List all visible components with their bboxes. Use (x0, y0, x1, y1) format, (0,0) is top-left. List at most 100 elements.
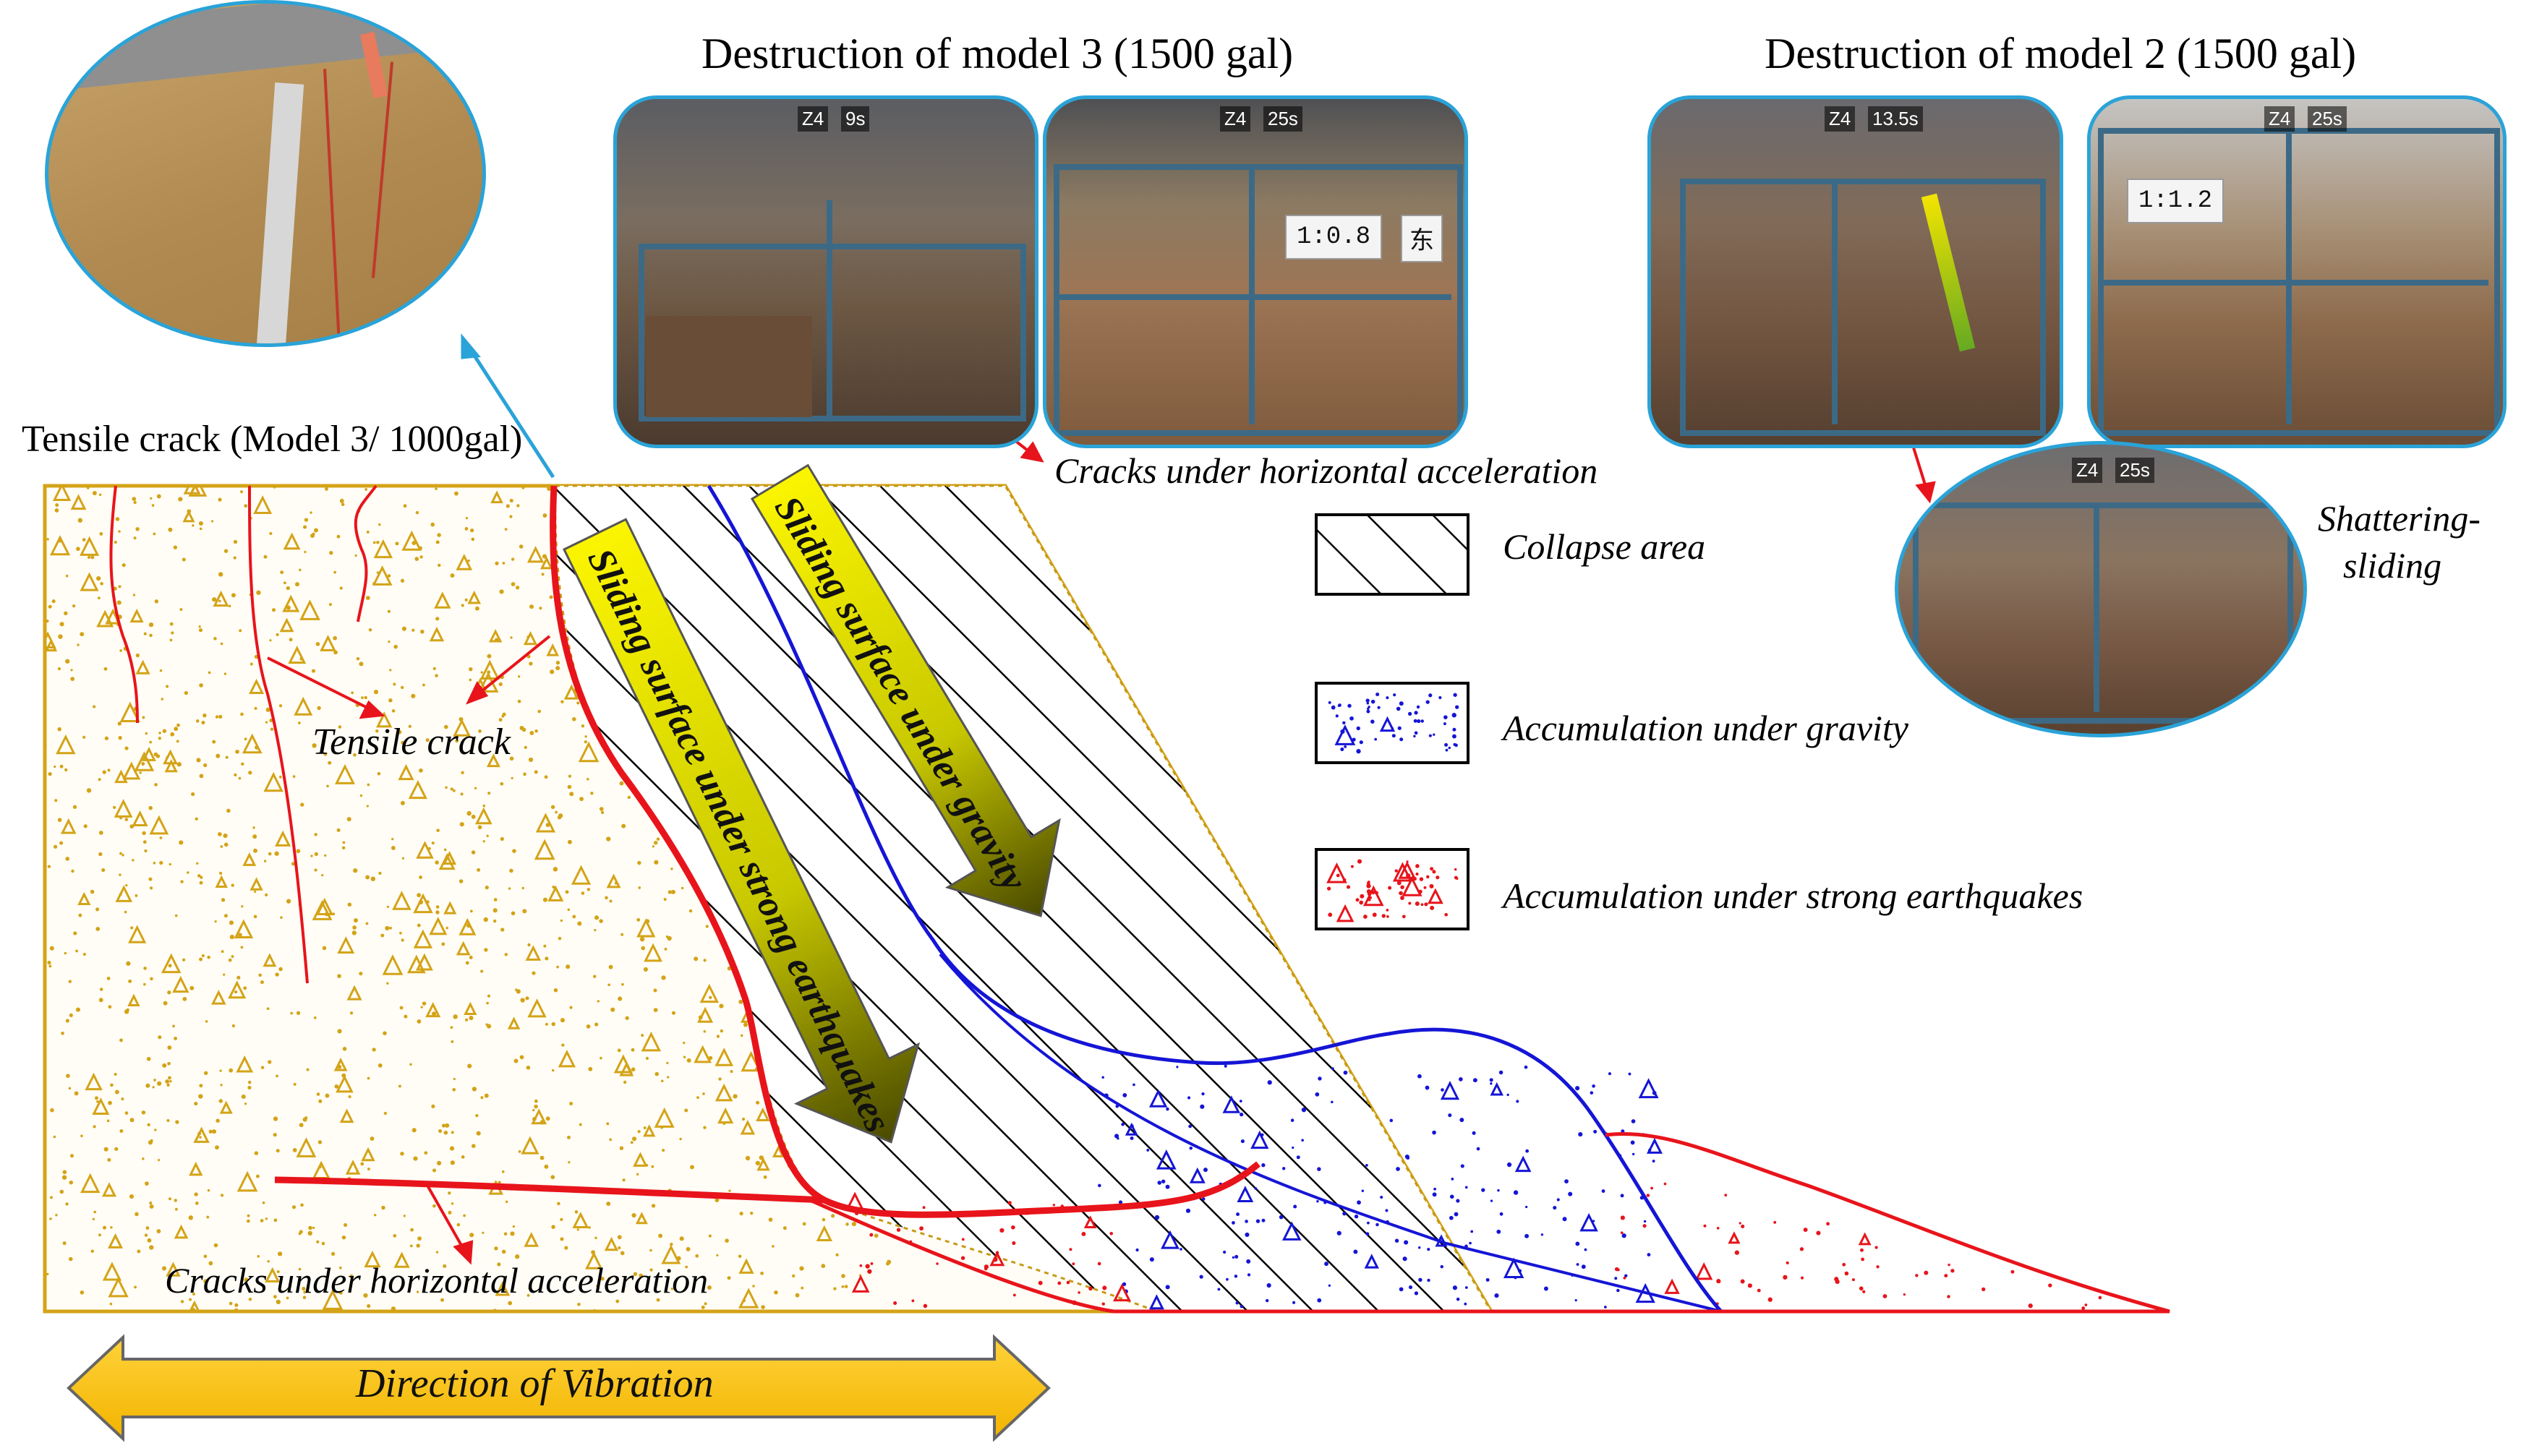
texture-triangle (236, 1055, 254, 1073)
texture-dot (763, 1175, 767, 1179)
texture-dot (539, 1155, 545, 1160)
texture-triangle (85, 1072, 103, 1091)
texture-dot (314, 868, 317, 872)
texture-dot (467, 559, 470, 562)
texture-dot (1739, 1222, 1741, 1225)
texture-dot (1102, 1285, 1107, 1290)
texture-dot (1621, 1129, 1625, 1134)
texture-dot (280, 916, 283, 919)
texture-dot (403, 504, 407, 508)
texture-dot (1614, 1277, 1618, 1280)
texture-dot (452, 1087, 456, 1092)
model3-a-time: 9s (841, 106, 870, 132)
texture-dot (278, 775, 282, 779)
texture-dot (1101, 1076, 1104, 1079)
texture-triangle (337, 936, 355, 954)
texture-dot (386, 905, 390, 909)
texture-dot (1101, 1302, 1105, 1306)
texture-triangle (92, 1097, 110, 1115)
texture-dot (1414, 731, 1418, 735)
texture-dot (174, 727, 179, 732)
texture-dot (656, 837, 660, 841)
texture-dot (465, 1018, 469, 1022)
texture-dot (359, 661, 364, 667)
texture-dot (199, 1136, 202, 1139)
texture-dot (1499, 1212, 1503, 1216)
texture-dot (1436, 875, 1440, 880)
texture-dot (307, 1230, 312, 1236)
texture-dot (176, 762, 182, 767)
texture-dot (1445, 748, 1449, 752)
texture-dot (241, 905, 244, 908)
texture-dot (156, 1081, 162, 1086)
texture-dot (254, 890, 257, 894)
texture-dot (482, 840, 485, 843)
texture-dot (142, 716, 145, 719)
texture-dot (241, 1094, 246, 1100)
texture-dot (1365, 1232, 1370, 1236)
texture-dot (1472, 1131, 1476, 1135)
texture-dot (387, 609, 391, 613)
texture-triangle (398, 763, 414, 781)
texture-dot (708, 1234, 712, 1238)
texture-triangle (523, 630, 538, 646)
texture-dot (534, 1099, 538, 1103)
texture-dot (1239, 1100, 1242, 1103)
texture-dot (685, 1265, 688, 1269)
texture-triangle (228, 980, 247, 999)
texture-dot (398, 1084, 401, 1088)
texture-dot (98, 852, 103, 857)
texture-dot (844, 1285, 848, 1288)
texture-dot (653, 840, 658, 845)
texture-triangle (296, 1137, 317, 1157)
texture-dot (346, 817, 351, 822)
texture-dot (1448, 746, 1451, 750)
texture-dot (126, 1008, 129, 1011)
texture-dot (415, 510, 419, 515)
texture-dot (413, 1156, 418, 1161)
texture-dot (1232, 1256, 1234, 1259)
texture-dot (401, 938, 404, 942)
texture-dot (216, 753, 221, 758)
texture-dot (1423, 886, 1427, 889)
texture-dot (1394, 869, 1398, 873)
texture-dot (48, 604, 52, 609)
texture-dot (565, 890, 569, 894)
texture-dot (166, 756, 169, 759)
texture-dot (106, 1119, 110, 1123)
texture-triangle (851, 1275, 870, 1293)
texture-dot (619, 781, 624, 786)
texture-dot (318, 1165, 322, 1169)
texture-dot (229, 604, 231, 608)
texture-dot (745, 1260, 748, 1263)
texture-triangle (486, 753, 500, 768)
texture-dot (1353, 1249, 1358, 1254)
texture-dot (760, 1271, 764, 1275)
texture-dot (1371, 891, 1375, 895)
texture-triangle (456, 941, 471, 956)
texture-dot (492, 1309, 498, 1311)
texture-dot (82, 735, 86, 739)
texture-dot (822, 1217, 826, 1222)
texture-dot (1489, 1078, 1493, 1082)
texture-dot (86, 487, 90, 489)
texture-dot (276, 1269, 280, 1274)
texture-triangle (546, 643, 560, 656)
texture-dot (591, 1250, 596, 1255)
texture-dot (566, 964, 571, 969)
texture-dot (417, 893, 422, 898)
texture-dot (98, 778, 101, 781)
texture-dot (244, 1102, 247, 1105)
texture-dot (57, 818, 62, 822)
texture-dot (118, 585, 121, 588)
texture-dot (269, 531, 273, 536)
texture-dot (651, 1204, 656, 1208)
texture-dot (98, 1233, 101, 1237)
texture-dot (703, 1030, 707, 1033)
model3-b-ratio: 1:0.8 (1285, 215, 1383, 260)
texture-dot (454, 491, 458, 496)
texture-dot (1400, 896, 1404, 900)
texture-triangle (641, 1031, 662, 1052)
texture-dot (1915, 1274, 1919, 1277)
texture-dot (45, 744, 47, 748)
